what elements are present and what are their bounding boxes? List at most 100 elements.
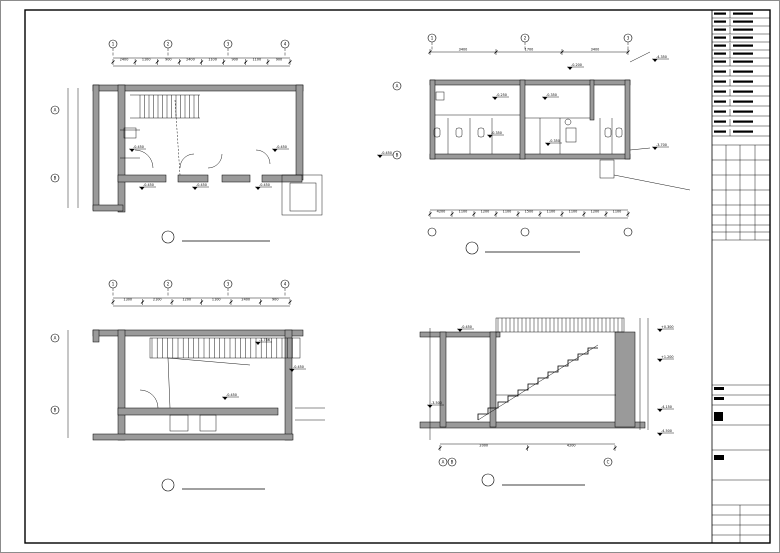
grid-bubble [520,33,530,43]
grid-bubble [438,457,448,467]
grid-bubble-B [50,405,60,415]
elevation-label: -0.450 [381,151,392,155]
drawing-number-bubble-4 [481,473,495,487]
dimension-label: 900 [231,58,237,62]
title-row-label-bar [714,110,726,113]
sink-icon [564,118,572,126]
elevation-label: -3.500 [431,401,442,405]
elevation-marker-icon [487,135,493,138]
grid-bubble-label: C [607,460,610,465]
svg-text:A: A [54,108,57,113]
elevation-marker-icon [657,433,663,436]
elevation-marker-icon [139,187,145,190]
toilet-icon [477,127,485,138]
title-row-value-bar [733,44,753,47]
elevation-label: -4.500 [661,429,672,433]
title-row-value-bar [733,36,753,39]
dimension-label: 1100 [547,210,556,214]
grid-bubble-A [50,333,60,343]
title-row-value-bar [733,110,753,113]
grid-bubble-label: 1 [112,42,115,47]
title-row-label-bar [714,28,726,31]
elevation-marker-icon [255,342,261,345]
title-row-value-bar [733,90,753,93]
grid-bubble [108,279,118,289]
grid-bubble [223,279,233,289]
elevation-label: -0.450 [143,183,154,187]
dimension-label: 2400 [120,58,129,62]
dimension-label: 1200 [591,210,600,214]
elevation-marker-icon [652,147,658,150]
grid-bubble-label: 1 [112,282,115,287]
toilet-icon [433,127,441,138]
grid-bubble-label: 2 [167,42,170,47]
title-row-label-bar [714,120,726,123]
dimension-label: 3400 [459,48,468,52]
grid-bubble-B [392,150,402,160]
dimension-label: 1100 [208,58,217,62]
section-view: -0.450+0.300+1.200-3.500-4.150-4.500 200… [419,317,674,487]
elevation-marker-icon [377,155,383,158]
grid-bubble [280,279,290,289]
title-row-value-bar [733,60,753,63]
elevation-label: -0.450 [259,183,270,187]
grid-bubble-label: 1 [431,36,434,41]
svg-text:B: B [54,176,57,181]
title-row-label-bar [714,52,726,55]
elevation-marker-icon [545,143,551,146]
grid-bubble-label: 4 [284,42,287,47]
title-row-label-bar [714,70,726,73]
dimension-label: 1700 [525,48,534,52]
elevation-label: -0.200 [571,63,582,67]
drawing-number-bubble-2 [465,241,479,255]
elevation-marker-icon [255,187,261,190]
elevation-marker-icon [492,97,498,100]
grid-bubble-label: 3 [227,42,230,47]
elevation-label: -0.450 [276,145,287,149]
title-row-label-bar [714,12,726,15]
title-row-label-bar [714,130,726,133]
dimension-label: 2000 [479,444,488,448]
elevation-marker-icon [657,329,663,332]
elevation-label: -4.150 [661,405,672,409]
grid-bubble-label: 4 [284,282,287,287]
elevation-label: -0.450 [196,183,207,187]
elevation-label: -0.350 [491,131,502,135]
company-stamp-icon [714,455,724,460]
dimension-label: 1100 [252,58,261,62]
elevation-marker-icon [657,359,663,362]
dimension-label: 1500 [525,210,534,214]
elevation-marker-icon [567,67,573,70]
svg-text:A: A [396,84,399,89]
dimension-label: 1100 [613,210,622,214]
dimension-label: 1100 [142,58,151,62]
grid-bubble-label: 3 [227,282,230,287]
elevation-marker-icon [289,369,295,372]
elevation-marker-icon [222,397,228,400]
grid-bubble [223,39,233,49]
grid-bubble-B [50,173,60,183]
title-row-label-bar [714,80,726,83]
title-row-value-bar [733,120,753,123]
elevation-label: -3.700 [656,143,667,147]
dimension-label: 900 [165,58,171,62]
dimension-label: 1100 [569,210,578,214]
grid-bubble [108,39,118,49]
grid-bubble-A [50,105,60,115]
elevation-marker-icon [129,149,135,152]
drawing-number-bubble-1 [161,230,175,244]
elevation-marker-icon [657,409,663,412]
dimension-label: 4200 [567,444,576,448]
dimension-label: 900 [276,58,282,62]
grid-bubble [280,39,290,49]
elevation-label: -0.250 [496,93,507,97]
dimension-label: 2400 [241,298,250,302]
dimension-label: 1100 [212,298,221,302]
drawing-frame [24,9,771,544]
elevation-label: -0.450 [293,365,304,369]
toilet-icon [615,127,623,138]
grid-bubble-A [392,81,402,91]
